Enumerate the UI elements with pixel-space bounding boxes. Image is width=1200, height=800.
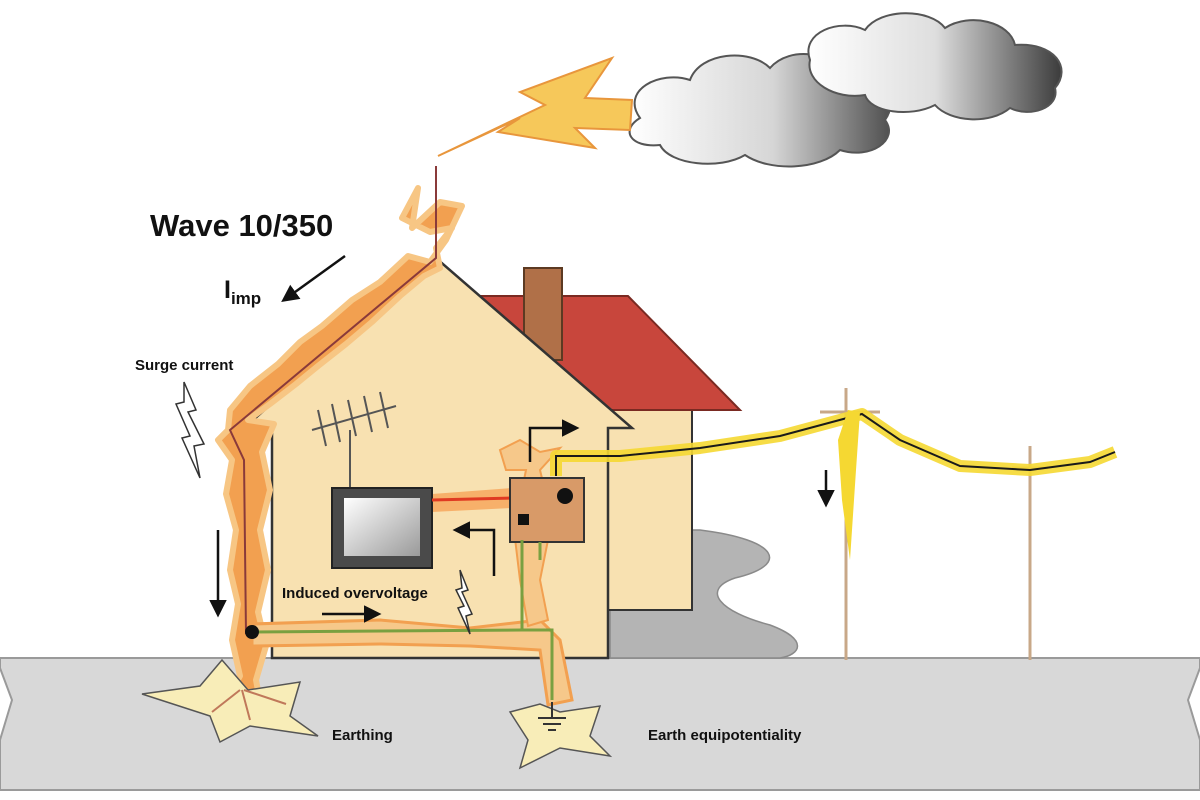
impulse-arrow-icon xyxy=(281,254,346,303)
earthing-electrode xyxy=(141,658,319,744)
lightning-bolt xyxy=(437,55,634,157)
earth-bond-wires xyxy=(251,540,554,700)
bond-glow xyxy=(250,618,574,707)
lightning-surge-path xyxy=(215,185,465,715)
power-line xyxy=(550,388,1118,660)
box-up-arrow-icon xyxy=(452,521,496,576)
house-rear-wall xyxy=(599,409,693,611)
earth-equipotentiality-label: Earth equipotentiality xyxy=(648,727,802,744)
ground xyxy=(0,657,1200,791)
surge-current-label: Surge current xyxy=(135,357,233,374)
induced-bolt-icon xyxy=(454,569,474,635)
roof-conductor xyxy=(228,166,437,635)
arrows xyxy=(209,254,835,623)
antenna-icon xyxy=(311,391,397,488)
storm-cloud xyxy=(628,12,1063,168)
earth-junction-dot xyxy=(245,625,259,639)
ground-symbol-icon xyxy=(538,702,566,731)
distribution-box xyxy=(509,477,585,543)
tv-supply-wire xyxy=(431,496,513,502)
induced-overvoltage-label: Induced overvoltage xyxy=(282,585,428,602)
wave-label: Wave 10/350 xyxy=(150,208,333,243)
current-label: Iimp xyxy=(224,276,261,308)
earthing-electrode-roots xyxy=(211,689,287,721)
surge-bolt-icon xyxy=(174,381,206,479)
line-entry-arrow-icon xyxy=(528,419,580,462)
earthing-label: Earthing xyxy=(332,727,393,744)
television-icon xyxy=(331,487,433,569)
equipotential-earth-pad xyxy=(508,703,613,770)
